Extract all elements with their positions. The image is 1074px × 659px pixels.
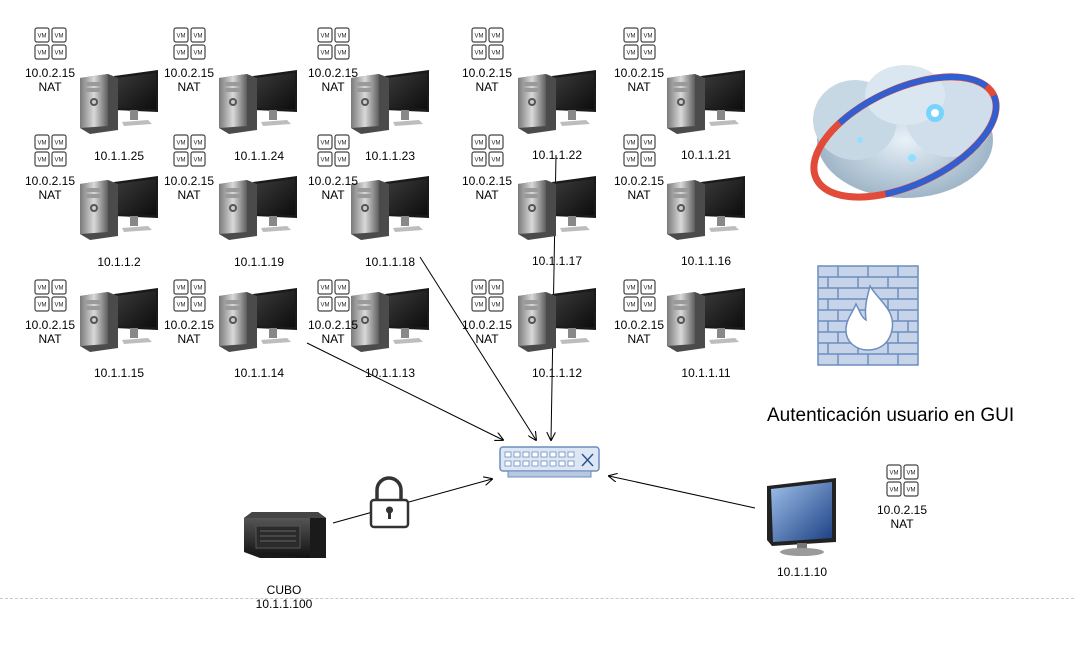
vm-icon (35, 280, 66, 311)
desktop-pc-icon[interactable] (667, 176, 745, 240)
nat-ip-label: 10.0.2.15 (613, 318, 665, 332)
nat-label: NAT (177, 188, 201, 202)
workstation-ip-label: 10.1.1.18 (364, 255, 416, 269)
workstation-ip-label: 10.1.1.25 (93, 149, 145, 163)
server-icon[interactable] (244, 512, 326, 558)
network-switch-icon[interactable] (499, 446, 600, 478)
nat-ip-label: 10.0.2.15 (163, 318, 215, 332)
workstation-ip-label: 10.1.1.23 (364, 149, 416, 163)
vm-icon (472, 280, 503, 311)
nat-ip-label: 10.0.2.15 (461, 66, 513, 80)
workstation-ip-label: 10.1.1.24 (233, 149, 285, 163)
admin-nat-ip-label: 10.0.2.15 (876, 503, 928, 517)
desktop-pc-icon[interactable] (518, 70, 596, 134)
desktop-pc-icon[interactable] (667, 288, 745, 352)
vm-icon (174, 28, 205, 59)
vm-icon (318, 28, 349, 59)
monitor-icon[interactable] (767, 478, 836, 556)
nat-ip-label: 10.0.2.15 (24, 318, 76, 332)
workstation-ip-label: 10.1.1.21 (680, 148, 732, 162)
vm-icon (318, 280, 349, 311)
firewall-icon (817, 265, 919, 366)
workstation-ip-label: 10.1.1.14 (233, 366, 285, 380)
nat-label: NAT (627, 80, 651, 94)
nat-ip-label: 10.0.2.15 (163, 174, 215, 188)
desktop-pc-icon[interactable] (80, 288, 158, 352)
desktop-pc-icon[interactable] (219, 288, 297, 352)
desktop-pc-icon[interactable] (219, 70, 297, 134)
server-name-label: CUBO (266, 583, 302, 597)
nat-ip-label: 10.0.2.15 (613, 66, 665, 80)
nat-ip-label: 10.0.2.15 (613, 174, 665, 188)
server-ip-label: 10.1.1.100 (244, 597, 324, 611)
nat-ip-label: 10.0.2.15 (307, 174, 359, 188)
nat-ip-label: 10.0.2.15 (24, 174, 76, 188)
desktop-pc-icon[interactable] (219, 176, 297, 240)
nat-ip-label: 10.0.2.15 (307, 318, 359, 332)
workstation-ip-label: 10.1.1.12 (531, 366, 583, 380)
nat-ip-label: 10.0.2.15 (461, 318, 513, 332)
vm-icon (472, 135, 503, 166)
vm-icon (624, 135, 655, 166)
workstation-ip-label: 10.1.1.11 (681, 366, 731, 380)
gui-auth-label: Autenticación usuario en GUI (767, 405, 1015, 426)
vm-icon (887, 465, 918, 496)
link-10.1.1.18-to-switch (419, 256, 536, 440)
vm-icon (35, 135, 66, 166)
nat-label: NAT (627, 332, 651, 346)
vm-icon (624, 280, 655, 311)
workstation-ip-label: 10.1.1.22 (531, 148, 583, 162)
link-monitor-to-switch (609, 476, 756, 509)
padlock-icon (369, 476, 410, 529)
desktop-pc-icon[interactable] (80, 176, 158, 240)
nat-label: NAT (627, 188, 651, 202)
nat-label: NAT (475, 332, 499, 346)
nat-ip-label: 10.0.2.15 (24, 66, 76, 80)
link-10.1.1.14-to-switch (306, 342, 503, 440)
desktop-pc-icon[interactable] (80, 70, 158, 134)
vm-icon (472, 28, 503, 59)
workstation-ip-label: 10.1.1.16 (680, 254, 732, 268)
page-separator (0, 598, 1074, 599)
vm-icon (318, 135, 349, 166)
vm-icon (624, 28, 655, 59)
link-server-to-switch (332, 479, 492, 524)
nat-label: NAT (38, 80, 62, 94)
admin-monitor-ip-label: 10.1.1.10 (776, 565, 828, 579)
nat-label: NAT (321, 80, 345, 94)
admin-nat-label: NAT (890, 517, 914, 531)
nat-label: NAT (321, 332, 345, 346)
nat-label: NAT (177, 332, 201, 346)
nat-ip-label: 10.0.2.15 (307, 66, 359, 80)
workstation-ip-label: 10.1.1.17 (531, 254, 583, 268)
desktop-pc-icon[interactable] (518, 176, 596, 240)
workstation-ip-label: 10.1.1.15 (93, 366, 145, 380)
nat-ip-label: 10.0.2.15 (163, 66, 215, 80)
workstation-ip-label: 10.1.1.13 (364, 366, 416, 380)
desktop-pc-icon[interactable] (518, 288, 596, 352)
nat-label: NAT (38, 188, 62, 202)
workstation-ip-label: 10.1.1.2 (97, 255, 141, 269)
nat-label: NAT (475, 188, 499, 202)
nat-label: NAT (177, 80, 201, 94)
desktop-pc-icon[interactable] (667, 70, 745, 134)
nat-label: NAT (38, 332, 62, 346)
workstation-ip-label: 10.1.1.19 (233, 255, 285, 269)
nat-ip-label: 10.0.2.15 (461, 174, 513, 188)
nat-label: NAT (321, 188, 345, 202)
vm-icon (174, 280, 205, 311)
cloud-icon (810, 65, 1000, 201)
vm-icon (35, 28, 66, 59)
nat-label: NAT (475, 80, 499, 94)
vm-icon (174, 135, 205, 166)
